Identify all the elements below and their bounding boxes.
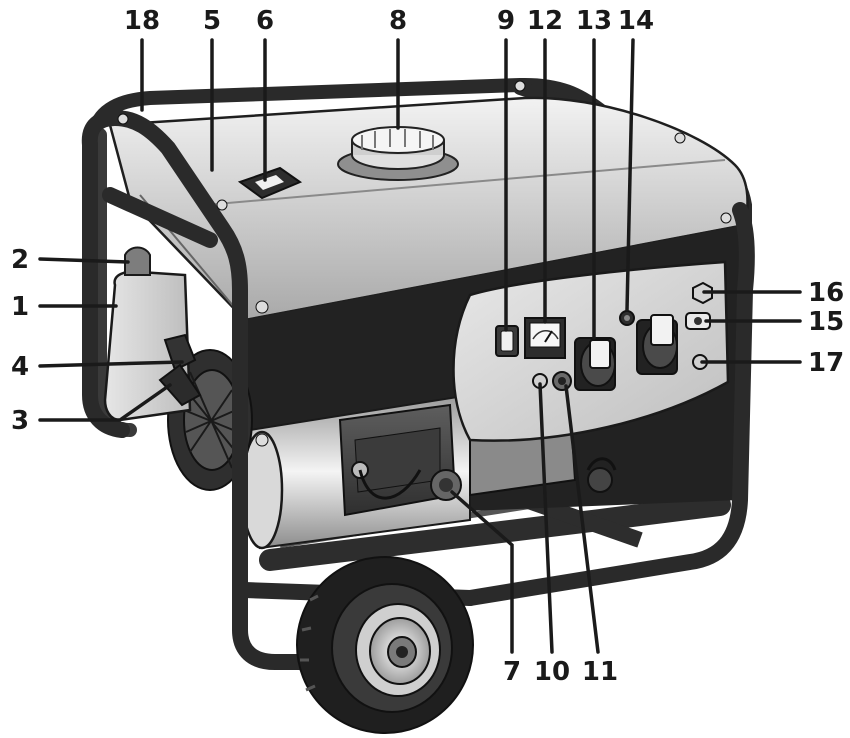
callout-12: 12 xyxy=(527,6,563,36)
leader-10 xyxy=(538,382,554,654)
voltmeter xyxy=(524,317,566,359)
callout-8: 8 xyxy=(389,6,407,36)
callout-13: 13 xyxy=(576,6,612,36)
callout-11: 11 xyxy=(582,657,618,687)
fuel-cap xyxy=(337,126,459,181)
callout-15: 15 xyxy=(808,307,844,337)
callout-4: 4 xyxy=(11,352,29,382)
callout-leaders xyxy=(38,38,802,654)
callout-6: 6 xyxy=(256,6,274,36)
callout-7: 7 xyxy=(503,657,521,687)
wheel xyxy=(296,556,474,734)
callout-10: 10 xyxy=(534,657,570,687)
leader-4 xyxy=(38,360,184,368)
callout-1: 1 xyxy=(11,292,29,322)
ground-terminal xyxy=(692,281,713,305)
ac-socket-1 xyxy=(574,337,616,391)
callout-14: 14 xyxy=(618,6,654,36)
engine-side xyxy=(103,246,202,422)
ac-socket-2 xyxy=(636,314,678,375)
leader-11 xyxy=(564,384,600,654)
callout-17: 17 xyxy=(808,348,844,378)
control-panel xyxy=(452,260,730,442)
starter-handle xyxy=(158,363,202,407)
alternator xyxy=(240,393,617,550)
callout-5: 5 xyxy=(203,6,221,36)
callout-16: 16 xyxy=(808,278,844,308)
callout-18: 18 xyxy=(124,6,160,36)
callout-labels: 18 5 6 8 9 12 13 14 2 1 4 3 16 15 17 7 1… xyxy=(11,6,844,687)
leader-7 xyxy=(450,490,514,654)
leader-2 xyxy=(38,257,130,264)
callout-9: 9 xyxy=(497,6,515,36)
leader-14 xyxy=(625,38,635,312)
callout-3: 3 xyxy=(11,406,29,436)
choke-lever xyxy=(124,246,151,276)
callout-2: 2 xyxy=(11,245,29,275)
leader-3 xyxy=(38,383,172,422)
circuit-breaker xyxy=(619,310,635,326)
